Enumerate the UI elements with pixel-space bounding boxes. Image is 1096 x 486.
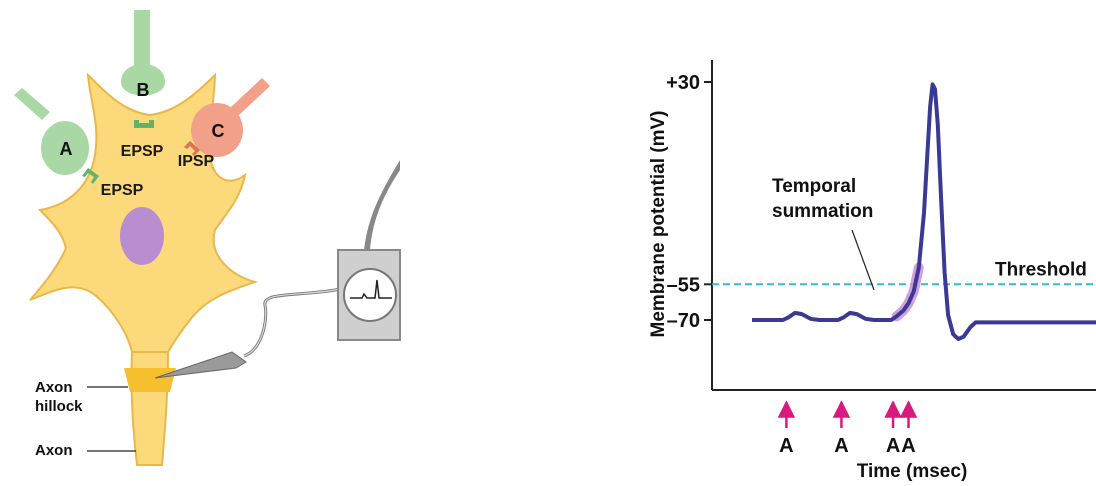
y-tick-label-0: +30 (666, 72, 700, 94)
y-tick-label-2: –70 (667, 310, 700, 332)
membrane-potential-trace (752, 82, 1096, 341)
y-ticks: +30 –55 –70 (666, 72, 712, 332)
terminal-c: C (184, 78, 270, 157)
terminal-a: A (14, 88, 99, 184)
y-tick-label-1: –55 (667, 274, 700, 296)
neuron-illustration: B A C EPSP EPSP IPSP Axon hillock Axon (14, 10, 401, 466)
synapse-a (82, 168, 99, 184)
annotation-leader (851, 229, 875, 291)
synapse-c (184, 141, 200, 156)
epsp-a-label: EPSP (101, 182, 144, 199)
axon-hillock-band (124, 368, 176, 392)
axon-hillock-label-line1: Axon (35, 379, 73, 396)
stimulus-label-0: A (779, 435, 793, 457)
terminal-b: B (121, 10, 165, 128)
oscilloscope (337, 160, 401, 341)
recording-electrode (154, 286, 346, 379)
axon-label: Axon (35, 442, 73, 459)
ipsp-c-label: IPSP (178, 153, 215, 170)
epsp-b-label: EPSP (121, 143, 164, 160)
membrane-potential-graph: +30 –55 –70 Threshold Temporal summation A… (648, 60, 1096, 482)
axon-hillock-label-line2: hillock (35, 398, 83, 415)
stimulus-label-1: A (834, 435, 848, 457)
stimulus-label-2: A (886, 435, 900, 457)
scope-trace (350, 279, 392, 299)
stimulus-label-3: A (901, 435, 915, 457)
nucleus (120, 207, 164, 265)
annotation-line2: summation (772, 201, 873, 222)
terminal-c-label: C (212, 121, 225, 141)
axon-shape (130, 349, 170, 466)
synapse-b (134, 120, 154, 128)
y-axis-label: Membrane potential (mV) (648, 111, 669, 338)
terminal-a-label: A (60, 139, 73, 159)
annotation-line1: Temporal (772, 176, 856, 197)
threshold-label: Threshold (995, 259, 1087, 280)
terminal-b-label: B (137, 80, 150, 100)
x-axis-label: Time (msec) (857, 461, 968, 482)
